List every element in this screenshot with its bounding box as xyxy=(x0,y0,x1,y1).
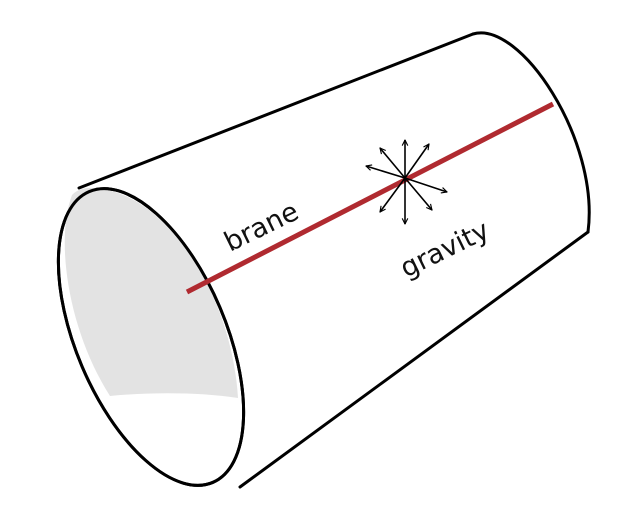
gravity-arrows-icon xyxy=(366,140,447,224)
brane-line xyxy=(185,101,555,295)
end-cap-shading xyxy=(64,187,238,398)
cylinder-far-rim xyxy=(471,31,591,234)
cylinder-bottom-edge xyxy=(238,230,590,489)
cylinder-end-cap-outline xyxy=(56,187,246,487)
cylinder-top-edge xyxy=(77,32,475,190)
